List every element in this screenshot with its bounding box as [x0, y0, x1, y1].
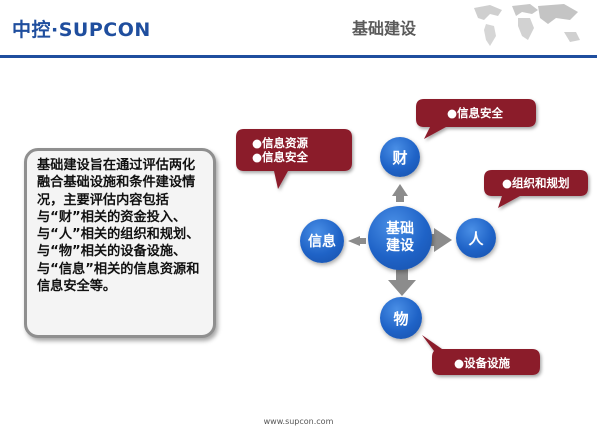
callout-right-text: ●组织和规划 — [502, 176, 570, 190]
callout-top-item-1: ●信息安全 — [447, 106, 504, 120]
callout-right-item-1: ●组织和规划 — [502, 176, 570, 190]
callout-left-item-2: ●信息安全 — [252, 150, 309, 164]
page-title: 基础建设 — [352, 19, 417, 38]
arrow-up — [392, 184, 408, 202]
callout-left-item-1: ●信息资源 — [252, 136, 309, 150]
header: 中控·SUPCON 基础建设 — [0, 0, 597, 58]
callout-left-text: ●信息资源 ●信息安全 — [252, 136, 308, 164]
footer-url: www.supcon.com — [263, 417, 334, 426]
node-center: 基础 建设 — [368, 206, 432, 270]
header-divider — [0, 55, 597, 58]
world-map-icon — [474, 4, 580, 46]
supcon-logo: 中控·SUPCON — [12, 19, 151, 41]
callout-bottom-item-1: ●设备设施 — [454, 356, 511, 370]
callout-bottom-text: ●设备设施 — [454, 356, 510, 370]
node-left: 信息 — [300, 219, 344, 263]
node-bottom: 物 — [380, 297, 422, 339]
arrow-left — [348, 236, 366, 246]
node-right: 人 — [456, 218, 496, 258]
description-text: 基础建设旨在通过评估两化融合基础设施和条件建设情况，主要评估内容包括与“财”相关… — [37, 158, 200, 295]
description-box: 基础建设旨在通过评估两化融合基础设施和条件建设情况，主要评估内容包括与“财”相关… — [24, 148, 216, 338]
node-top: 财 — [380, 137, 420, 177]
callout-top-text: ●信息安全 — [447, 106, 503, 120]
arrow-down — [388, 268, 416, 296]
